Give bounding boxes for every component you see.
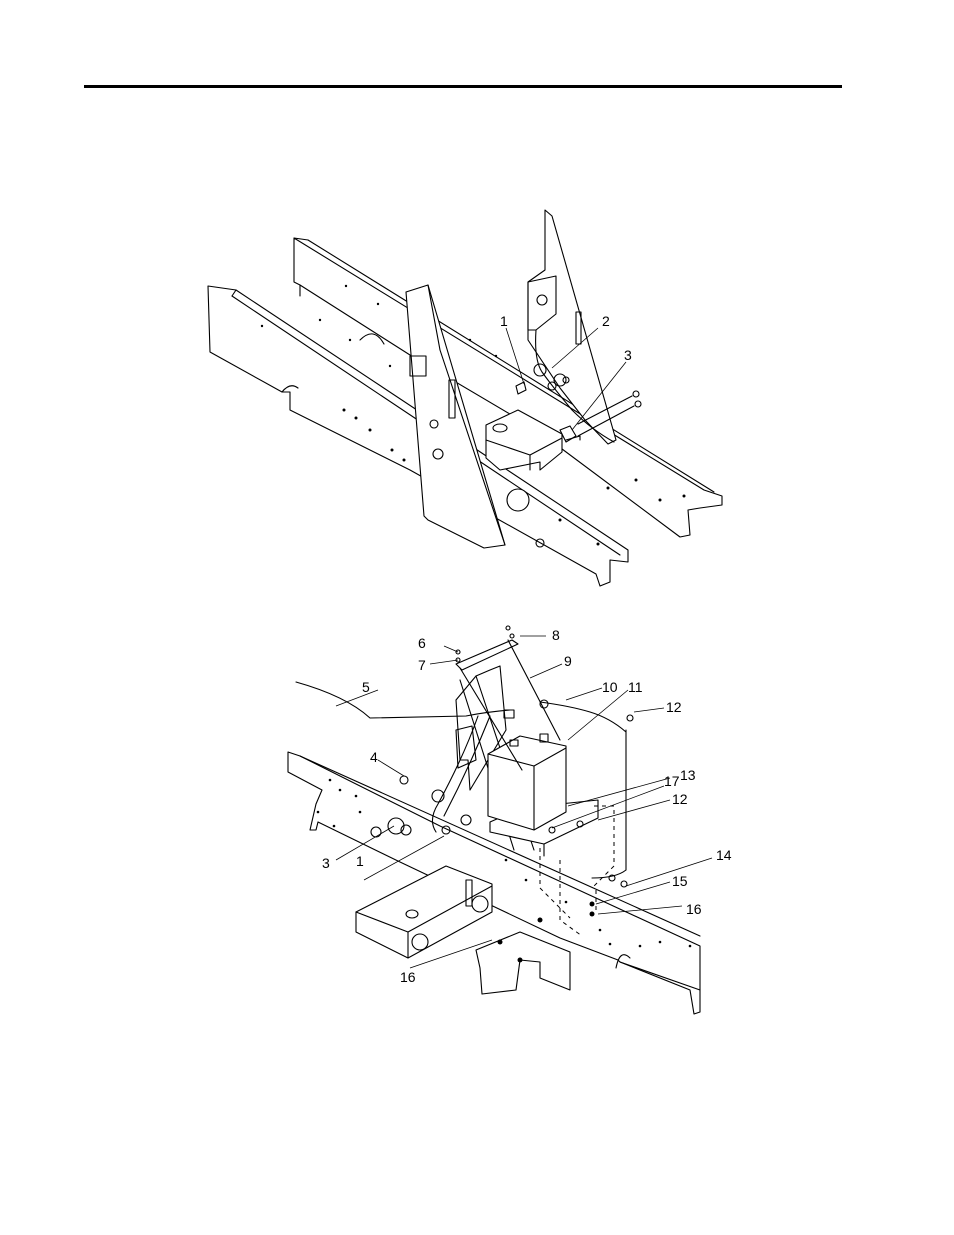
bottom-battery-assembly: 1 3 4 5 6 7 8 9 10 11 12 12 13 14 15 16 …: [288, 626, 732, 1014]
bottom-callout-16b: 16: [400, 969, 416, 985]
bottom-callout-13: 13: [680, 767, 696, 783]
bottom-callout-4: 4: [370, 749, 378, 765]
bottom-callout-9: 9: [564, 653, 572, 669]
bottom-callout-14: 14: [716, 847, 732, 863]
bottom-callout-15: 15: [672, 873, 688, 889]
bottom-callout-8: 8: [552, 627, 560, 643]
top-callout-2: 2: [602, 313, 610, 329]
top-callout-1: 1: [500, 313, 508, 329]
bottom-callout-11: 11: [628, 679, 643, 695]
top-callout-3: 3: [624, 347, 632, 363]
bottom-callout-1: 1: [356, 853, 364, 869]
bottom-callout-3: 3: [322, 855, 330, 871]
bottom-callout-10: 10: [602, 679, 618, 695]
bottom-callout-7: 7: [418, 657, 426, 673]
mount-bracket: [476, 932, 570, 994]
battery: [488, 736, 566, 830]
bottom-callout-17: 17: [664, 773, 680, 789]
bottom-callout-5: 5: [362, 679, 370, 695]
bottom-callout-12b: 12: [672, 791, 688, 807]
hold-down-bar: [456, 640, 518, 670]
bottom-callout-16a: 16: [686, 901, 702, 917]
bottom-callout-6: 6: [418, 635, 426, 651]
bottom-callout-12a: 12: [666, 699, 682, 715]
top-frame-assembly: 1 2 3: [208, 210, 722, 586]
